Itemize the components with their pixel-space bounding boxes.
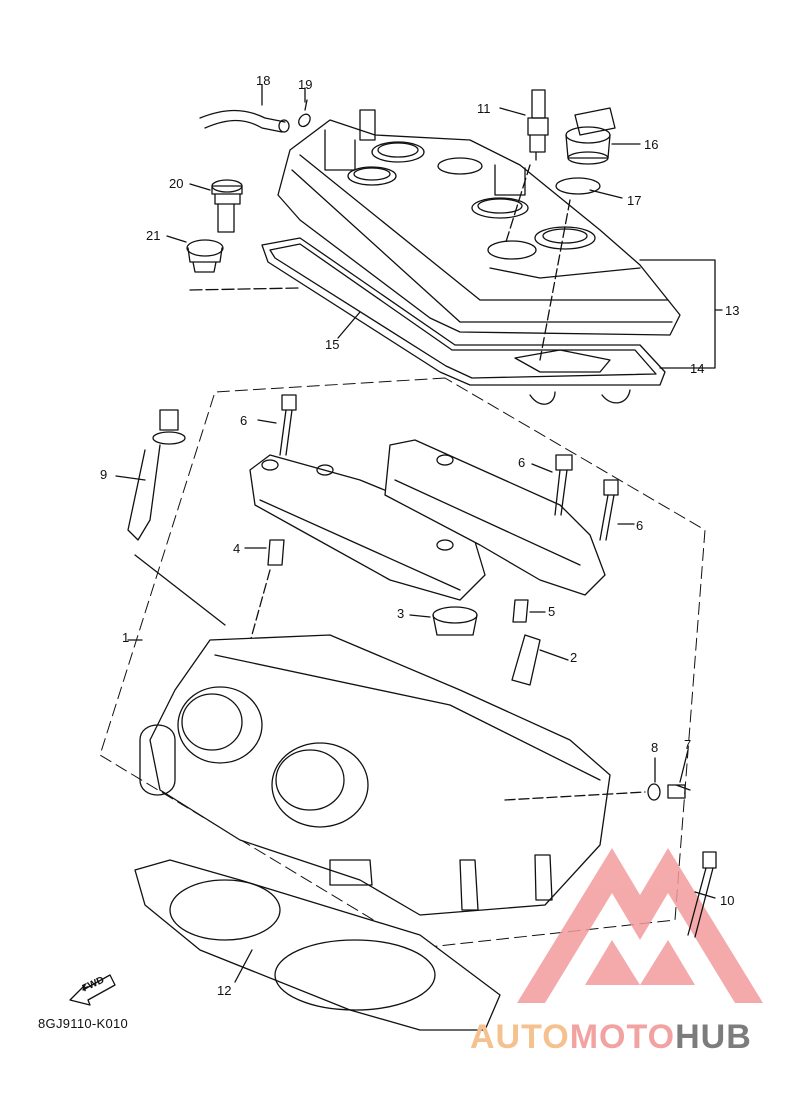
dowel-pin-5	[512, 599, 529, 623]
callout-20: 20	[169, 176, 184, 191]
callout-13: 13	[725, 303, 740, 318]
callout-6b: 6	[518, 455, 526, 470]
callout-3: 3	[397, 606, 405, 621]
plug-3	[432, 606, 478, 636]
spark-plug	[527, 89, 549, 161]
head-gasket	[134, 859, 501, 1031]
bolt-7	[667, 784, 691, 799]
grommet-21	[186, 239, 224, 273]
callout-17: 17	[627, 193, 642, 208]
bolt-6-a	[279, 394, 297, 456]
cam-chain-guide-2	[511, 634, 541, 686]
o-ring	[555, 177, 601, 195]
long-bolt-10	[687, 851, 717, 938]
callout-6a: 6	[240, 413, 248, 428]
callout-5: 5	[548, 604, 556, 619]
valve-cover-gasket	[261, 237, 666, 386]
watermark-logo	[517, 848, 763, 1003]
camshaft-cap-intake	[249, 454, 486, 601]
bolt-20	[211, 179, 243, 233]
watermark-moto: MOTO	[569, 1018, 676, 1056]
bolt-6-c	[599, 479, 619, 541]
breather-hose	[199, 109, 286, 123]
callout-10: 10	[720, 893, 735, 908]
dowel-pin-4	[267, 539, 285, 566]
bolt-6-b	[554, 454, 573, 516]
washer-8	[647, 783, 661, 801]
callout-7: 7	[684, 737, 692, 752]
callout-4: 4	[233, 541, 241, 556]
gasket-14	[514, 349, 611, 373]
callout-12: 12	[217, 983, 232, 998]
callout-19: 19	[298, 77, 313, 92]
callout-6c: 6	[636, 518, 644, 533]
camshaft-cap-exhaust	[384, 439, 606, 596]
callout-2: 2	[570, 650, 578, 665]
callout-14: 14	[690, 361, 705, 376]
watermark-text: AUTOMOTOHUB	[470, 1018, 752, 1057]
callout-16: 16	[644, 137, 659, 152]
callout-9: 9	[100, 467, 108, 482]
fwd-arrow-icon	[69, 974, 116, 1006]
callout-11: 11	[477, 101, 491, 116]
callout-8: 8	[651, 740, 659, 755]
callout-21: 21	[146, 228, 161, 243]
hose-clip	[298, 113, 311, 128]
callout-1: 1	[122, 630, 130, 645]
long-bolt-9	[127, 409, 186, 541]
diagram-code: 8GJ9110-K010	[38, 1016, 129, 1031]
callout-15: 15	[325, 337, 340, 352]
cylinder-head	[139, 634, 611, 916]
watermark-auto: AUTO	[470, 1018, 570, 1056]
watermark-hub: HUB	[675, 1018, 752, 1056]
callout-18: 18	[256, 73, 271, 88]
oil-filler-cap	[565, 107, 616, 165]
